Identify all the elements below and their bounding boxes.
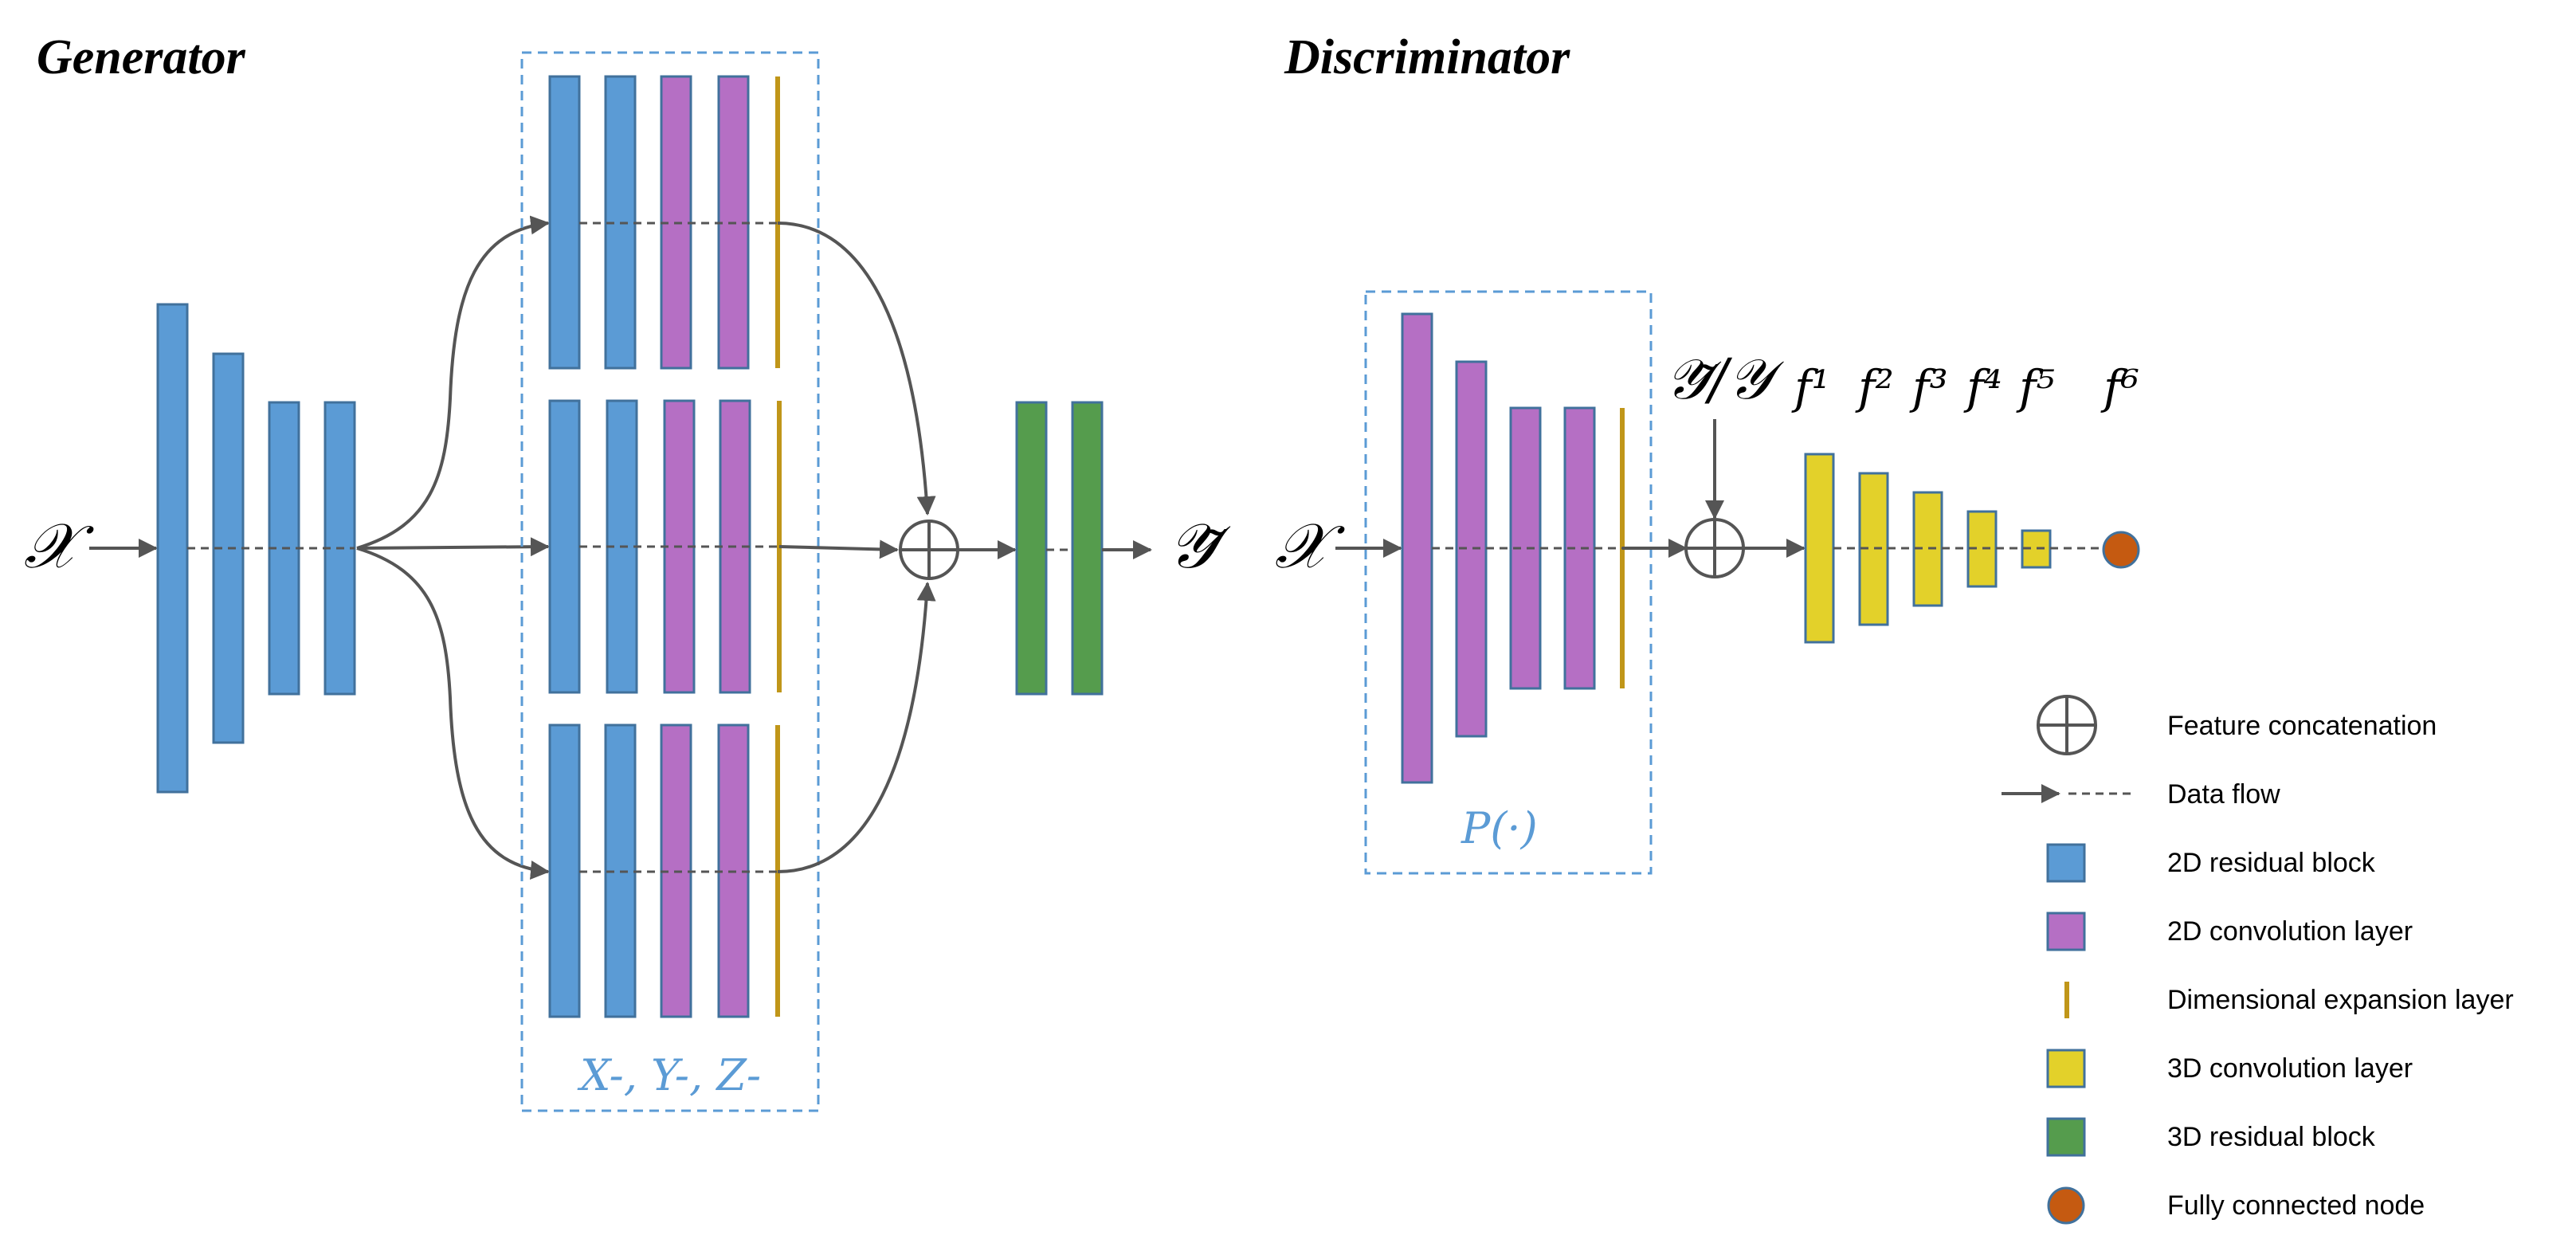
residual-block-2d [548,723,581,1018]
convolution-layer-3d [1804,453,1835,644]
generator-input-symbol: 𝒳 [24,511,94,582]
green-box-icon [2046,1117,2086,1157]
generator-encoder [156,303,356,794]
branch-container [520,51,820,1112]
legend-label-dim-expansion: Dimensional expansion layer [2167,985,2514,1015]
merge-curve-x [777,222,936,516]
feature-label-f5: f⁵ [2016,360,2055,414]
legend-label-3d-conv: 3D convolution layer [2167,1053,2413,1084]
fully-connected-node [2102,531,2140,569]
branch-curve-z [356,547,550,880]
feature-label-f2: f² [1855,360,1894,414]
convolution-layer-3d [1966,510,1998,588]
legend-label-2d-residual: 2D residual block [2167,848,2376,878]
branch-line-y [356,537,550,557]
discriminator-title: Discriminator [1284,30,1570,84]
convolution-layer-2d [1401,312,1433,784]
feature-label-f6: f⁶ [2100,360,2139,414]
legend-label-3d-residual: 3D residual block [2167,1122,2376,1152]
branch-z [548,723,780,1018]
branch-curve-x [356,215,550,550]
purple-box-icon [2046,912,2086,951]
legend: Feature concatenation Data flow 2D resid… [2002,695,2514,1225]
residual-block-3d [1015,401,1048,696]
legend-label-fc-node: Fully connected node [2167,1190,2425,1221]
projection-container [1364,290,1653,875]
residual-block-3d [1071,401,1104,696]
feature-label-f4: f⁴ [1963,360,2002,414]
feature-concatenation-icon [1684,518,1745,578]
residual-block-2d [548,75,581,370]
feature-concatenation-icon [899,520,959,580]
generator-output-symbol: 𝒴̃ [1168,511,1231,582]
discriminator-input-symbol: 𝒳 [1275,511,1345,582]
legend-label-concatenation: Feature concatenation [2167,711,2437,741]
feature-label-f1: f¹ [1791,360,1830,414]
branch-y [548,399,782,694]
projection-label: P(·) [1461,803,1538,853]
yellow-box-icon [2046,1049,2086,1088]
discriminator-condition-symbol: 𝒴̃/𝒴 [1665,347,1784,412]
residual-block-2d [156,303,189,794]
feature-labels: f¹ f² f³ f⁴ f⁵ f⁶ [1791,360,2139,414]
legend-label-data-flow: Data flow [2167,779,2280,810]
merge-curve-z [777,582,936,873]
feature-label-f3: f³ [1909,360,1948,414]
legend-label-2d-conv: 2D convolution layer [2167,916,2413,947]
generator-title: Generator [37,30,246,84]
discriminator-head [1804,453,2140,644]
orange-dot-icon [2047,1186,2085,1225]
residual-block-2d [548,399,581,694]
discriminator-projection [1401,312,1625,784]
blue-box-icon [2046,843,2086,883]
generator-decoder [1015,401,1104,696]
merge-line-y [778,539,899,559]
plus-circle-icon [2037,695,2097,755]
convolution-layer-2d [1455,360,1488,738]
branch-label: X-, Y-, Z- [577,1050,761,1100]
branch-x [548,75,780,370]
